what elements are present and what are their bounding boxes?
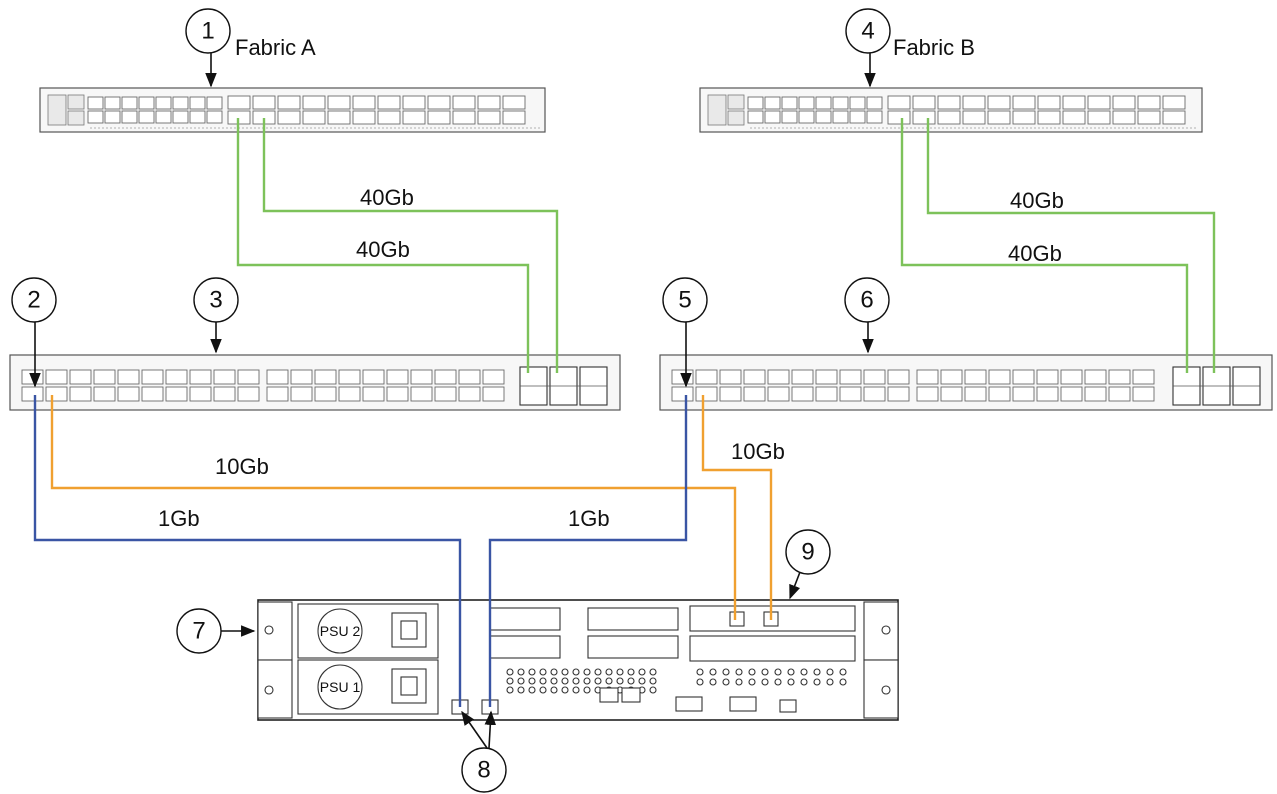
label-right-1gb: 1Gb <box>568 506 610 531</box>
callout-9: 9 <box>785 529 831 575</box>
arrow-8a <box>461 710 488 749</box>
svg-text:7: 7 <box>192 618 205 645</box>
fabric-b-switch <box>699 87 1203 133</box>
label-fabric-b: Fabric B <box>893 35 975 60</box>
cable-right-1gb <box>488 395 688 707</box>
svg-text:3: 3 <box>209 287 222 314</box>
svg-text:8: 8 <box>477 757 490 784</box>
svg-text:6: 6 <box>860 287 873 314</box>
callout-1: 1 <box>185 8 231 54</box>
label-b-40gb-upper: 40Gb <box>1010 188 1064 213</box>
label-a-40gb-lower: 40Gb <box>356 237 410 262</box>
callout-5: 5 <box>662 277 708 323</box>
server-chassis: PSU 2 PSU 1 <box>257 599 899 721</box>
svg-text:4: 4 <box>861 18 874 45</box>
cable-a-40gb-lower <box>236 118 530 373</box>
psu-2-label: PSU 2 <box>320 623 361 639</box>
right-fex-switch <box>659 354 1273 411</box>
cable-a-40gb-upper <box>262 118 559 373</box>
left-fex-switch <box>9 354 621 411</box>
label-left-1gb: 1Gb <box>158 506 200 531</box>
cable-left-10gb <box>50 395 737 620</box>
pcie-nic-card <box>689 605 856 632</box>
callout-8: 8 <box>461 747 507 793</box>
label-left-10gb: 10Gb <box>215 454 269 479</box>
fabric-a-switch <box>39 87 546 133</box>
callout-2: 2 <box>11 277 57 323</box>
svg-text:1: 1 <box>201 18 214 45</box>
svg-text:5: 5 <box>678 287 691 314</box>
cable-right-10gb <box>701 395 773 620</box>
callout-6: 6 <box>844 277 890 323</box>
psu-2: PSU 2 <box>297 603 439 659</box>
callout-3: 3 <box>193 277 239 323</box>
arrow-8b <box>484 710 497 749</box>
label-a-40gb-upper: 40Gb <box>360 185 414 210</box>
cable-b-40gb-upper <box>926 118 1216 373</box>
svg-text:9: 9 <box>801 539 814 566</box>
arrow-9 <box>789 571 801 600</box>
callout-4: 4 <box>845 8 891 54</box>
svg-text:2: 2 <box>27 287 40 314</box>
label-right-10gb: 10Gb <box>731 439 785 464</box>
cable-b-40gb-lower <box>900 118 1189 373</box>
psu-1-label: PSU 1 <box>320 679 361 695</box>
label-fabric-a: Fabric A <box>235 35 316 60</box>
psu-1: PSU 1 <box>297 659 439 715</box>
cable-left-1gb <box>33 395 462 707</box>
callout-7: 7 <box>176 608 222 654</box>
label-b-40gb-lower: 40Gb <box>1008 241 1062 266</box>
